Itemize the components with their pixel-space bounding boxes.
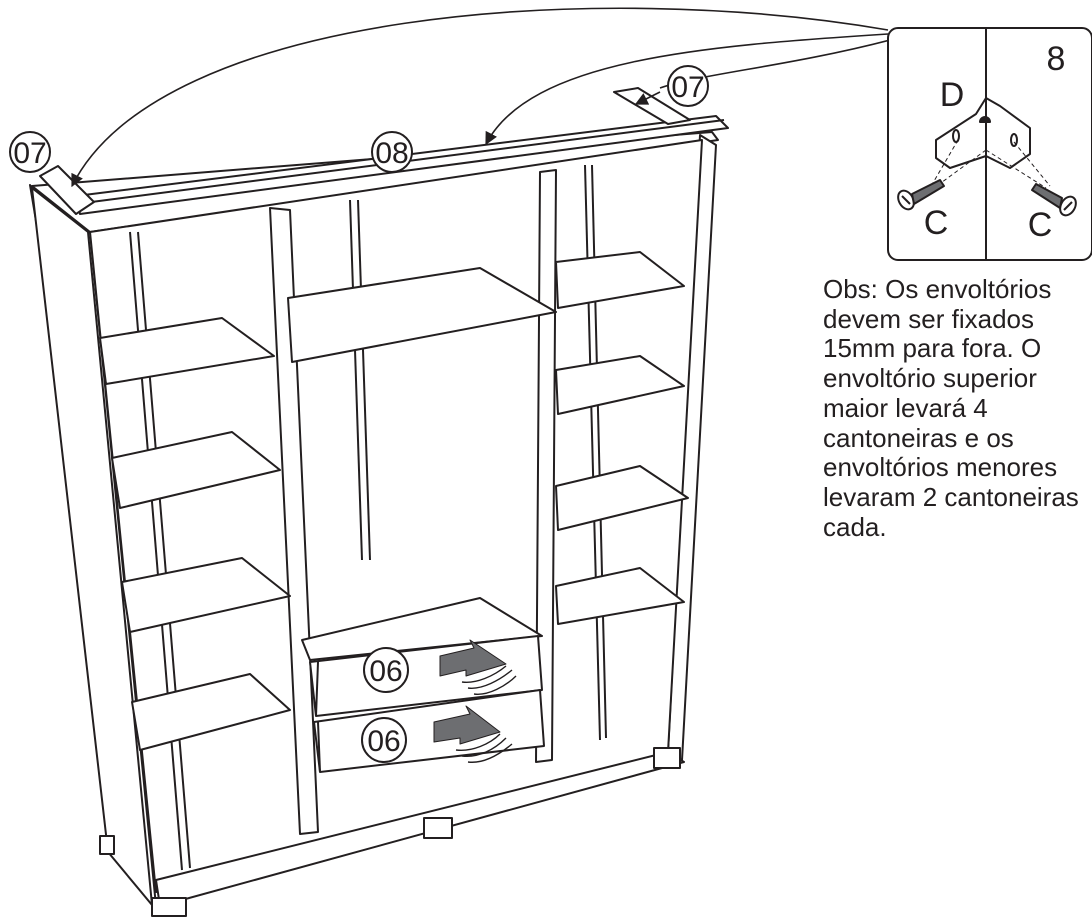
foot: [99, 835, 115, 855]
detail-step-number: 8: [1047, 40, 1066, 78]
trim-short-right: [613, 87, 691, 125]
note-line: 15mm para fora. O: [823, 333, 1042, 364]
arrow-to-right-trim-tip: [634, 91, 661, 105]
note-line: devem ser fixados: [823, 303, 1034, 334]
insert-arrow-lower: [433, 705, 513, 763]
corner-bracket: [935, 97, 1031, 169]
callout-drawer-lower: 06: [367, 725, 400, 758]
detail-box: [887, 27, 1092, 261]
divider-left: [269, 207, 319, 835]
insert-arrow-upper: [439, 639, 517, 695]
trim-short-left: [39, 165, 95, 215]
assembly-note: Obs: Os envoltórios devem ser fixados 15…: [823, 275, 1092, 542]
screw-left: [897, 179, 945, 211]
foot: [423, 817, 453, 839]
callout-top-right: 07: [671, 71, 704, 104]
callout-circle-drawer-lower: [361, 717, 407, 763]
callout-top-center: 08: [375, 137, 408, 170]
note-line: cada.: [823, 511, 887, 542]
guide-lines: [929, 139, 1051, 189]
arrow-to-center-trim: [485, 33, 889, 146]
wardrobe-body: [29, 131, 719, 917]
drawer-housing-top: [301, 597, 543, 661]
center-shelf: [287, 267, 557, 363]
foot: [653, 747, 681, 769]
callout-top-left: 07: [13, 137, 46, 170]
note-line: cantoneiras e os: [823, 422, 1014, 453]
note-line: Obs: Os envoltórios: [823, 275, 1052, 304]
callout-circle-top-left: [9, 131, 51, 173]
left-shelves: [99, 317, 291, 751]
note-line: envoltórios menores: [823, 452, 1058, 483]
detail-screw-left-label: C: [924, 204, 949, 242]
right-shelves: [555, 251, 689, 625]
note-line: maior levará 4: [823, 392, 988, 423]
divider-right: [535, 169, 557, 763]
seam: [357, 199, 371, 561]
seam: [349, 199, 363, 561]
arrow-to-left-trim: [71, 7, 889, 188]
note-line: levaram 2 cantoneiras: [823, 481, 1079, 512]
callout-circle-top-center: [371, 131, 413, 173]
foot: [151, 897, 187, 917]
note-line: envoltório superior: [823, 363, 1037, 394]
callout-circle-top-right: [667, 65, 709, 107]
detail-screw-right-label: C: [1028, 206, 1053, 244]
detail-bracket-label: D: [940, 76, 965, 114]
drawer-insert-arrows: [433, 639, 517, 763]
screw-right: [1031, 183, 1077, 217]
callout-drawer-upper: 06: [369, 655, 402, 688]
callout-circle-drawer-upper: [363, 647, 409, 693]
